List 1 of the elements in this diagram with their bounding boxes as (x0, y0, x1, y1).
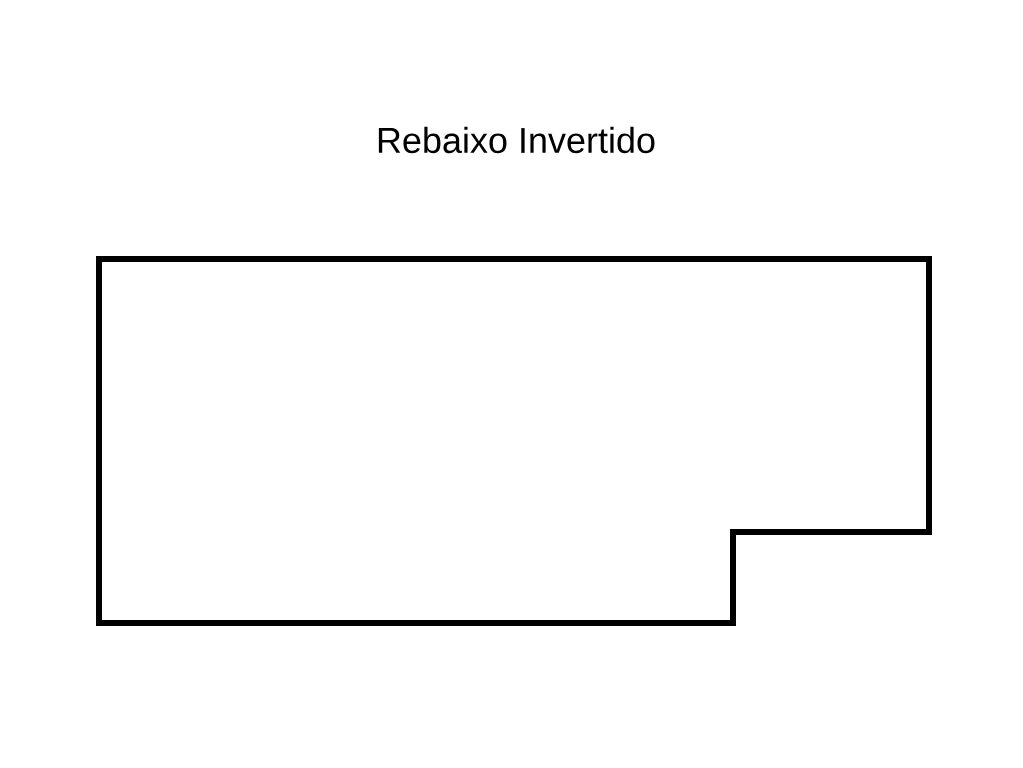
title: Rebaixo Invertido (378, 126, 655, 154)
